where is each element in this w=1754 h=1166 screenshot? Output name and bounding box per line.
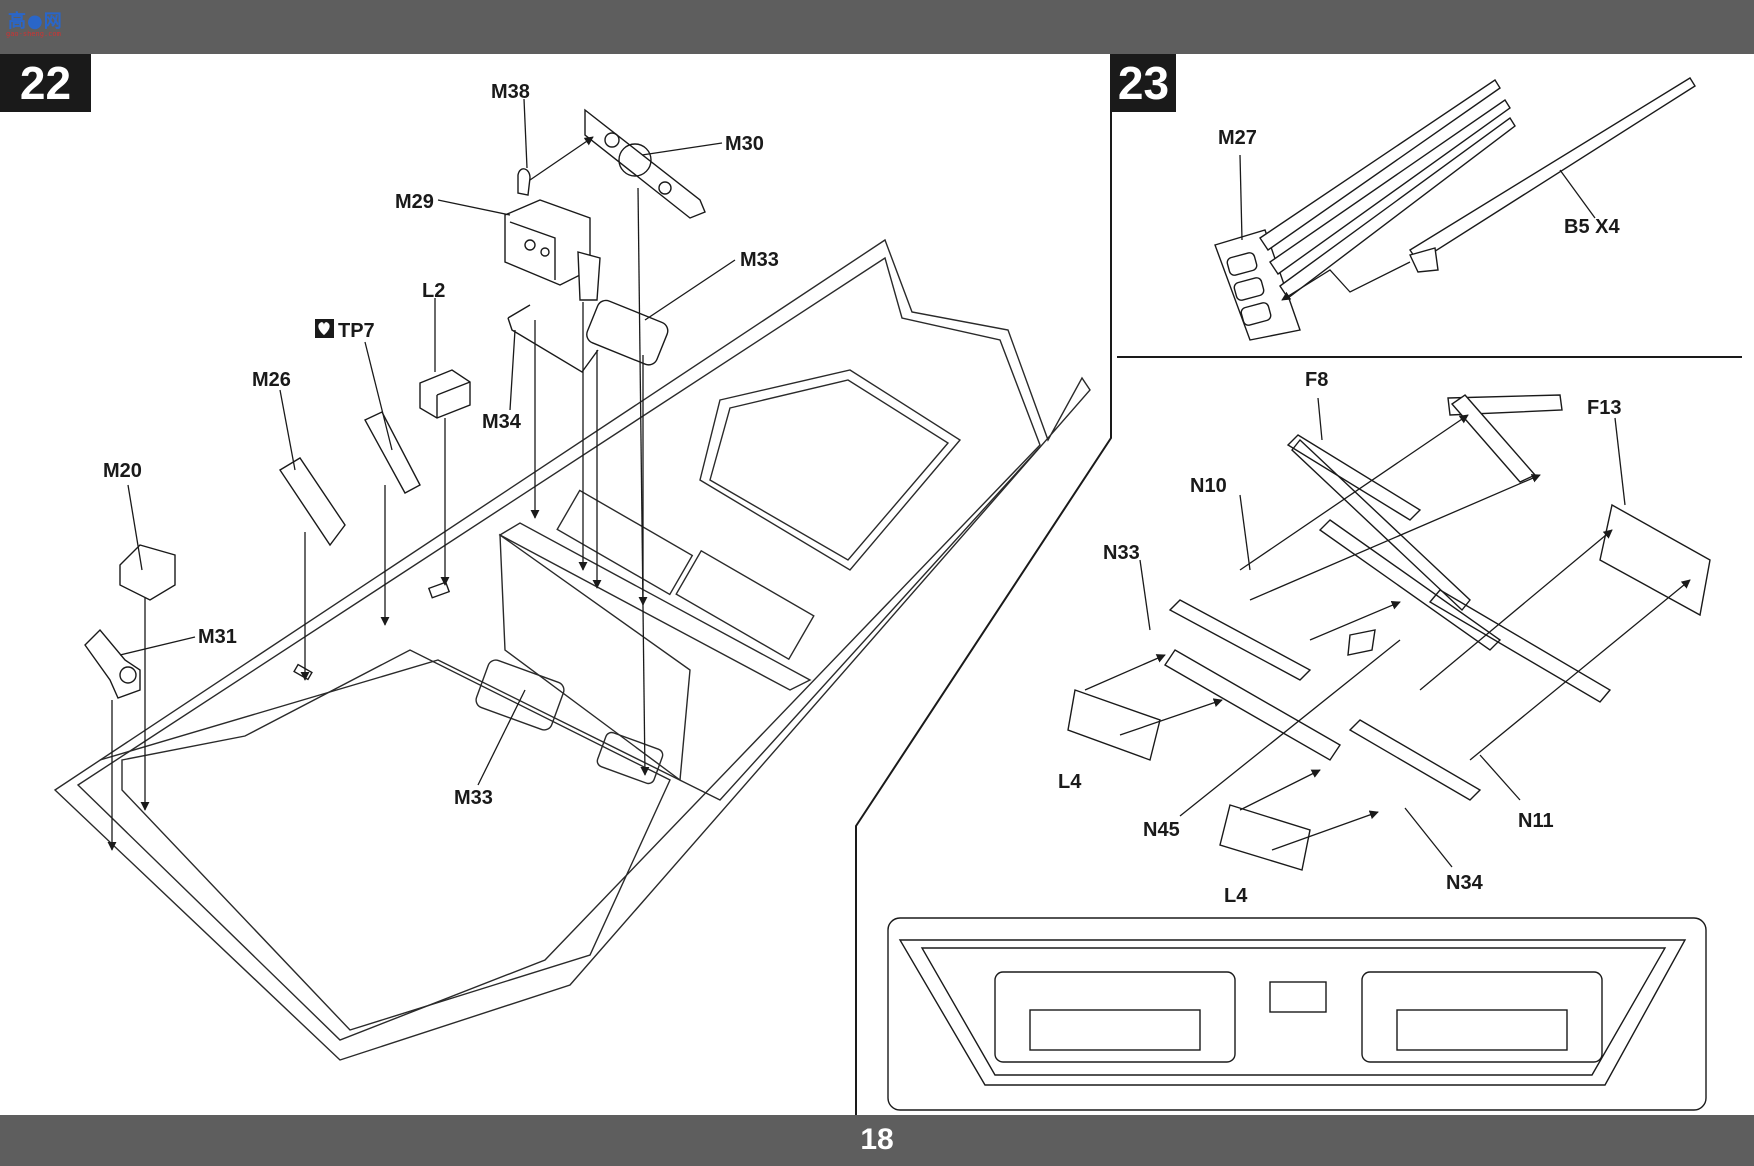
- step22-parts: [84, 108, 706, 699]
- bottom-bar: 18: [0, 1115, 1754, 1166]
- step-23-number: 23: [1111, 54, 1176, 112]
- label-n34: N34: [1446, 872, 1484, 894]
- label-m20: M20: [103, 460, 142, 482]
- label-m26: M26: [252, 369, 291, 391]
- label-m31: M31: [198, 626, 237, 648]
- label-l4-right: L4: [1224, 885, 1248, 907]
- step-22-number: 22: [0, 54, 91, 112]
- label-m38: M38: [491, 81, 530, 103]
- step-divider-lines: [855, 54, 1742, 1115]
- label-n10: N10: [1190, 475, 1227, 497]
- result-detail-box: [887, 917, 1707, 1111]
- label-m33-top: M33: [740, 249, 779, 271]
- step22-arrows: [107, 98, 736, 851]
- step23-top-parts: [1214, 77, 1696, 341]
- label-m27: M27: [1218, 127, 1257, 149]
- tp7-warning-icon: [315, 319, 334, 338]
- label-m34: M34: [482, 411, 522, 433]
- step23-mid-arrows: [1084, 397, 1691, 868]
- label-b5: B5 X4: [1564, 216, 1620, 238]
- label-l2: L2: [422, 280, 445, 302]
- label-l4-left: L4: [1058, 771, 1082, 793]
- label-m33-bottom: M33: [454, 787, 493, 809]
- step23-mid-labels: F8 F13 N10 N33 L4 N45 N11 N34 L4: [1058, 369, 1621, 907]
- label-m29: M29: [395, 191, 434, 213]
- label-n11: N11: [1518, 810, 1554, 832]
- step23-top-labels: M27 B5 X4: [1218, 127, 1620, 238]
- label-n45: N45: [1143, 819, 1180, 841]
- step23-top-arrows: [1239, 154, 1596, 301]
- label-f13: F13: [1587, 397, 1621, 419]
- step22-labels: M38 M30 M29 M33 L2 TP7 M26 M34 M20 M31 M…: [103, 81, 779, 809]
- watermark-logo: 高●网 gao-sheng.com: [6, 6, 72, 40]
- label-m30: M30: [725, 133, 764, 155]
- hull-body: [53, 238, 1091, 1061]
- label-n33: N33: [1103, 542, 1140, 564]
- label-f8: F8: [1305, 369, 1328, 391]
- label-tp7: TP7: [338, 320, 375, 342]
- step23-mid-parts: [1067, 394, 1711, 871]
- logo-subtext: gao-sheng.com: [6, 30, 61, 38]
- page-number: 18: [860, 1123, 894, 1156]
- top-bar: 高●网 gao-sheng.com: [0, 0, 1754, 54]
- logo-text: 高●网: [8, 11, 63, 32]
